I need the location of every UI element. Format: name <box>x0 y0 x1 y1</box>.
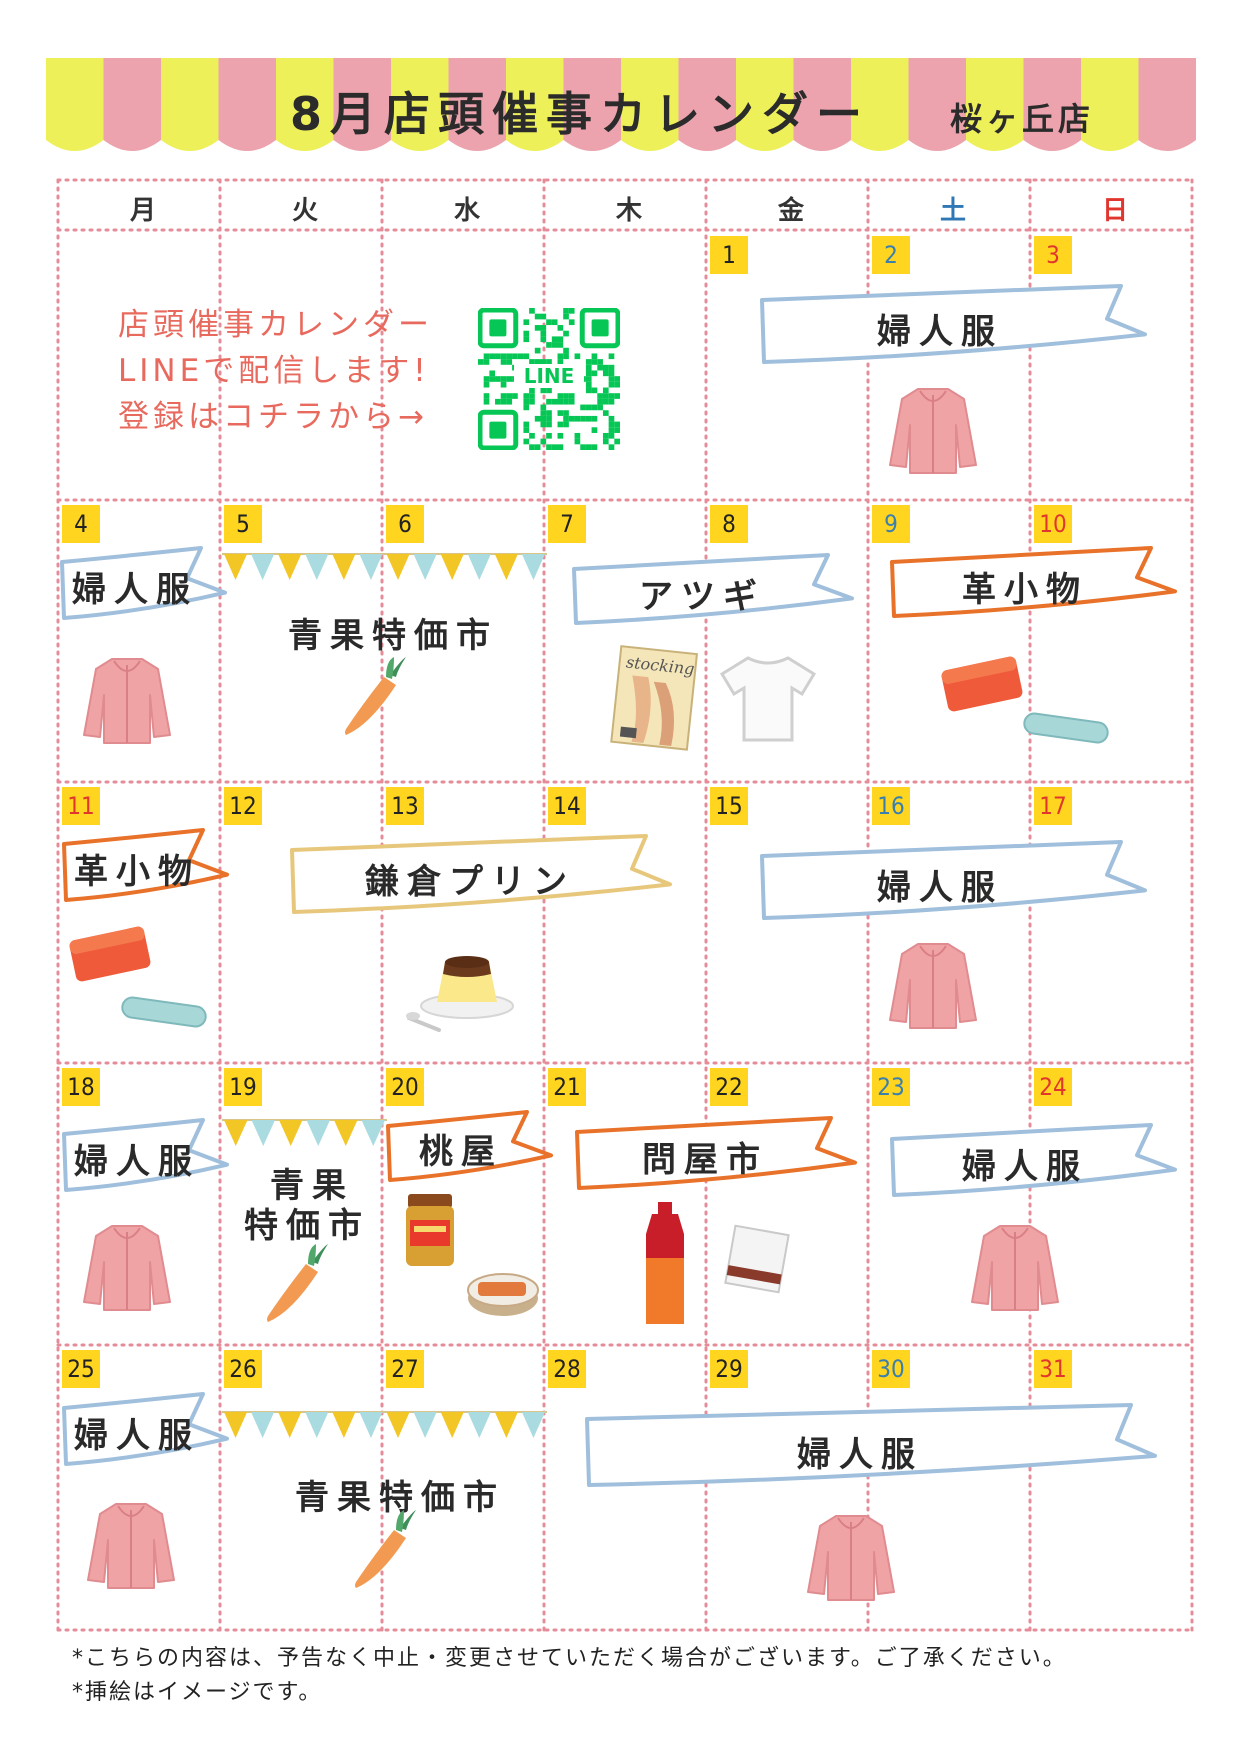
carrot-icon <box>262 1242 332 1324</box>
weekday-sun: 日 <box>1101 196 1128 226</box>
day-27: 27 <box>386 1350 424 1388</box>
promo-line-3: 登録はコチラから→ <box>118 399 428 435</box>
day-14: 14 <box>548 787 586 825</box>
day-15: 15 <box>710 787 748 825</box>
bunting-flags-w2 <box>222 553 547 580</box>
day-4: 4 <box>62 505 100 543</box>
day-28: 28 <box>548 1350 586 1388</box>
day-19: 19 <box>224 1068 262 1106</box>
carrot-icon <box>350 1508 420 1590</box>
day-6: 6 <box>386 505 424 543</box>
cardigan-icon <box>82 1222 172 1314</box>
promo-line-1: 店頭催事カレンダー <box>118 307 433 343</box>
day-30: 30 <box>872 1350 910 1388</box>
cardigan-icon <box>82 655 172 747</box>
day-25: 25 <box>62 1350 100 1388</box>
day-17: 17 <box>1034 787 1072 825</box>
store-name: 桜ヶ丘店 <box>950 100 1095 138</box>
weekday-thu: 木 <box>615 196 642 226</box>
line-qr-code[interactable]: LINE <box>477 307 621 451</box>
day-9: 9 <box>872 505 910 543</box>
promo-line-2: LINEで配信します! <box>118 353 430 389</box>
jar-icon <box>402 1192 458 1268</box>
pudding-icon <box>405 940 515 1032</box>
day-11: 11 <box>62 787 100 825</box>
day-16: 16 <box>872 787 910 825</box>
day-24: 24 <box>1034 1068 1072 1106</box>
cardigan-icon <box>888 940 978 1032</box>
event-seika-w5: 青果特価市 <box>295 1478 505 1518</box>
bunting-flags-w5 <box>222 1411 547 1438</box>
page-title: 8月店頭催事カレンダー <box>290 87 871 141</box>
pen-case-icon <box>118 992 210 1032</box>
day-10: 10 <box>1034 505 1072 543</box>
day-22: 22 <box>710 1068 748 1106</box>
cardigan-icon <box>888 385 978 477</box>
note-1: *こちらの内容は、予告なく中止・変更させていただく場合がございます。ご了承くださ… <box>72 1646 1067 1671</box>
carrot-icon <box>340 655 410 737</box>
day-2: 2 <box>872 236 910 274</box>
cardigan-icon <box>970 1222 1060 1314</box>
day-18: 18 <box>62 1068 100 1106</box>
day-26: 26 <box>224 1350 262 1388</box>
day-20: 20 <box>386 1068 424 1106</box>
day-7: 7 <box>548 505 586 543</box>
snack-pack-icon <box>724 1224 790 1294</box>
note-2: *挿絵はイメージです。 <box>72 1680 323 1705</box>
awning-header <box>46 58 1196 151</box>
weekday-fri: 金 <box>777 196 804 226</box>
day-13: 13 <box>386 787 424 825</box>
day-1: 1 <box>710 236 748 274</box>
event-seika-w2: 青果特価市 <box>288 616 498 656</box>
wallet-icon <box>68 925 152 982</box>
day-8: 8 <box>710 505 748 543</box>
drink-bottle-icon <box>642 1200 690 1326</box>
stocking-package-icon: stocking <box>610 645 699 751</box>
cardigan-icon <box>86 1500 176 1592</box>
weekday-wed: 水 <box>453 196 480 226</box>
weekday-tue: 火 <box>291 196 318 226</box>
day-12: 12 <box>224 787 262 825</box>
pen-case-icon <box>1020 708 1112 748</box>
day-31: 31 <box>1034 1350 1072 1388</box>
event-seika-w4-line2: 特価市 <box>244 1206 370 1246</box>
day-21: 21 <box>548 1068 586 1106</box>
weekday-mon: 月 <box>129 196 156 226</box>
day-5: 5 <box>224 505 262 543</box>
qr-line-label: LINE <box>514 364 584 388</box>
bunting-flags-w4 <box>222 1119 387 1146</box>
footer-notes: *こちらの内容は、予告なく中止・変更させていただく場合がございます。ご了承くださ… <box>72 1642 1067 1710</box>
wallet-icon <box>940 655 1024 712</box>
day-29: 29 <box>710 1350 748 1388</box>
day-3: 3 <box>1034 236 1072 274</box>
weekday-sat: 土 <box>939 196 966 226</box>
tshirt-icon <box>718 652 818 744</box>
cardigan-icon <box>806 1512 896 1604</box>
line-promo-text: 店頭催事カレンダー LINEで配信します! 登録はコチラから→ <box>118 302 433 440</box>
can-icon <box>466 1268 540 1318</box>
day-23: 23 <box>872 1068 910 1106</box>
event-seika-w4-line1: 青果 <box>270 1166 354 1206</box>
